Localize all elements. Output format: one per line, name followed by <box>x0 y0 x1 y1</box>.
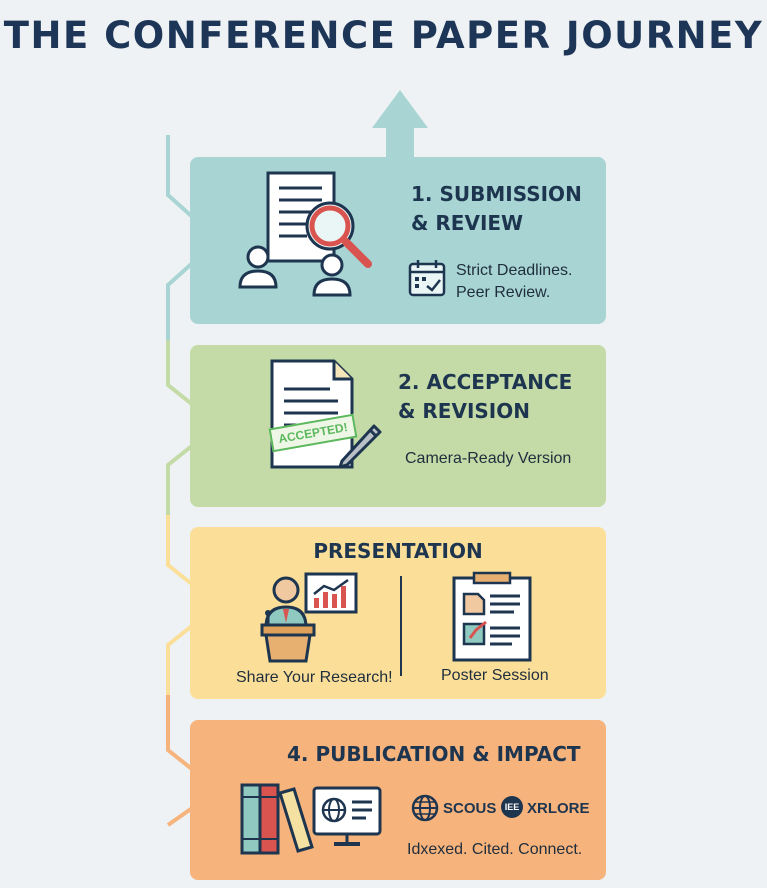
stage-3-left-caption: Share Your Research! <box>236 669 393 686</box>
presentation-divider <box>400 576 402 676</box>
magnifier-icon <box>305 201 372 268</box>
stage-3-heading: PRESENTATION <box>313 539 483 563</box>
page-title: THE CONFERENCE PAPER JOURNEY <box>3 14 764 57</box>
books-icon <box>240 783 314 855</box>
chart-board-icon <box>304 572 358 614</box>
index-scous: SCOUS <box>443 800 497 817</box>
stage-4-tagline: Idxexed. Cited. Connect. <box>407 841 583 858</box>
ieee-badge: IEE <box>501 796 523 818</box>
stage-1-detail-line2: Peer Review. <box>456 284 551 301</box>
stage-2-heading-line1: 2. ACCEPTANCE <box>398 370 573 394</box>
calendar-icon <box>408 260 446 297</box>
globe-icon <box>411 794 439 822</box>
monitor-globe-icon <box>312 786 382 846</box>
stage-submission-review <box>190 157 606 324</box>
reviewer-icon <box>312 253 352 297</box>
pencil-icon <box>338 424 382 469</box>
stage-4-heading: 4. PUBLICATION & IMPACT <box>287 742 581 766</box>
poster-board-icon <box>452 571 532 662</box>
stage-acceptance-revision <box>190 345 606 507</box>
stage-1-detail-line1: Strict Deadlines. <box>456 262 573 279</box>
presenter-icon <box>260 576 316 663</box>
stage-1-heading-line2: & REVIEW <box>411 211 524 235</box>
stage-3-right-caption: Poster Session <box>441 667 549 684</box>
stage-2-detail: Camera-Ready Version <box>405 450 572 467</box>
stage-1-heading-line1: 1. SUBMISSION <box>411 182 582 206</box>
stage-2-heading-line2: & REVISION <box>398 399 530 423</box>
stage-presentation <box>190 527 606 699</box>
reviewer-icon <box>238 245 278 289</box>
ieee-badge-label: IEE <box>504 802 520 812</box>
index-xrlore: XRLORE <box>527 800 590 817</box>
